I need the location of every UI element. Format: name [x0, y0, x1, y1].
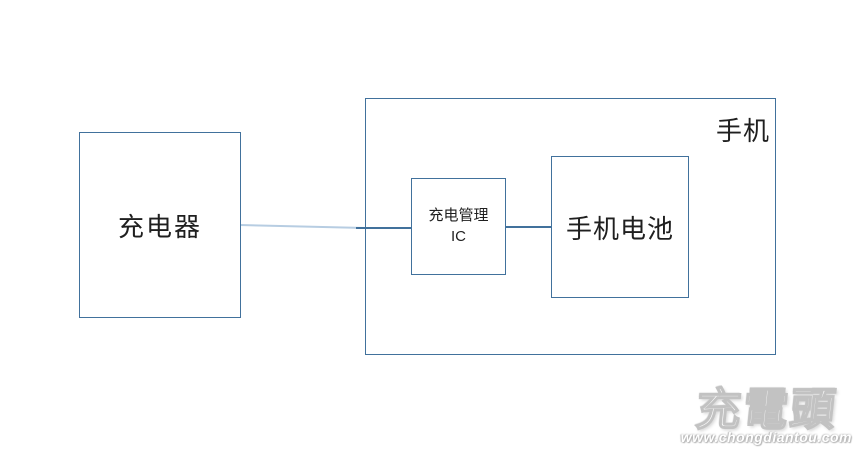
charger-box: 充电器 [79, 132, 241, 318]
charger-label: 充电器 [117, 212, 202, 242]
phone-label: 手机 [715, 117, 770, 146]
watermark-logo: 充電頭 [692, 383, 840, 436]
watermark: 充電頭 www.chongdiantou.com [680, 383, 852, 445]
ic-label-line1: 充电管理 [428, 207, 489, 225]
connector-ic-to-battery [505, 226, 551, 228]
connector-charger-to-phone [239, 224, 365, 230]
charging-ic-box: 充电管理 IC [411, 178, 506, 275]
connector-phone-edge-to-ic [356, 227, 411, 229]
ic-label-line2: IC [451, 227, 466, 245]
battery-box: 手机电池 [551, 156, 689, 298]
battery-label: 手机电池 [565, 214, 674, 244]
watermark-url: www.chongdiantou.com [680, 429, 852, 445]
